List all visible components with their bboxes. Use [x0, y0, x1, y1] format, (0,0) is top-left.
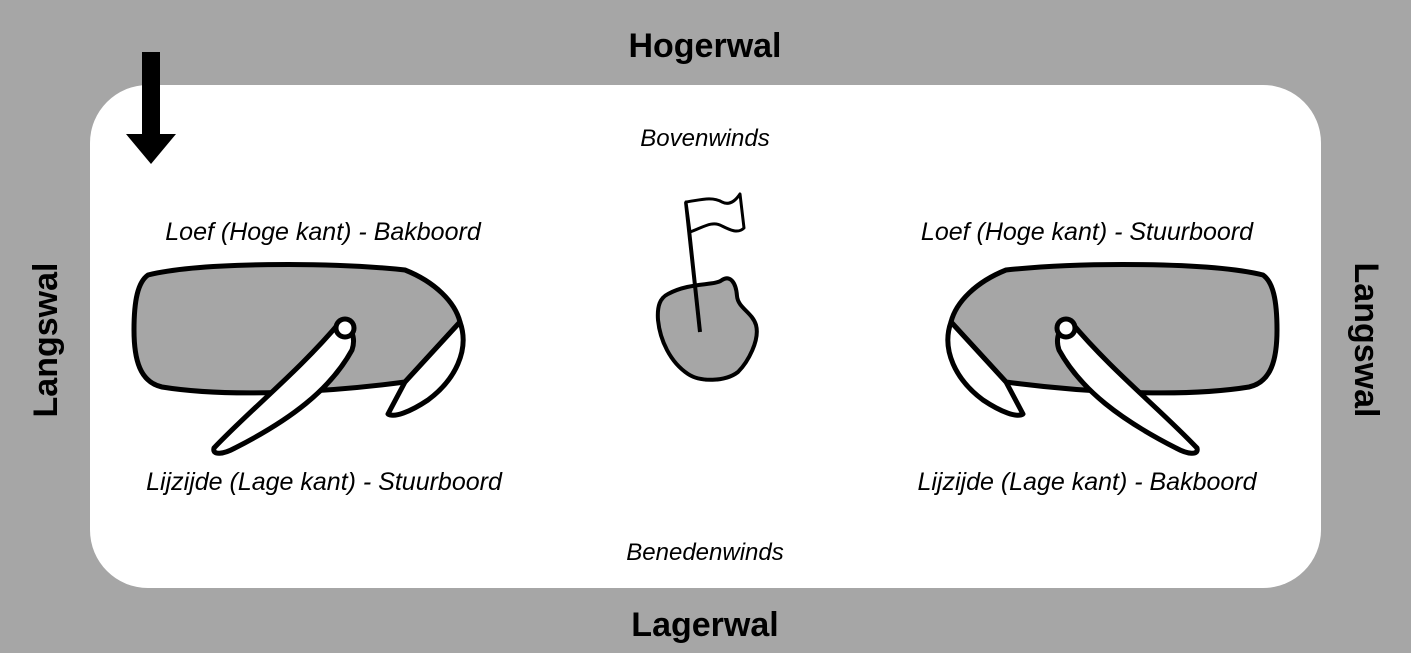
left-boat-jib — [385, 319, 466, 418]
flag — [684, 192, 746, 234]
right-boat-mast — [1054, 316, 1078, 340]
shore-label-right: Langswal — [1347, 263, 1385, 418]
flag-buoy-icon — [655, 192, 759, 382]
wind-direction-arrow-icon — [126, 52, 176, 164]
right-boat-leeward-label: Lijzijde (Lage kant) - Bakboord — [917, 468, 1257, 496]
left-boat-windward-label: Loef (Hoge kant) - Bakboord — [165, 218, 482, 246]
buoy-body — [655, 276, 759, 382]
left-boat-leeward-label: Lijzijde (Lage kant) - Stuurboord — [146, 468, 503, 496]
shore-label-bottom: Lagerwal — [631, 606, 778, 644]
right-boat-hull — [948, 262, 1280, 396]
downwind-label: Benedenwinds — [626, 539, 783, 566]
shore-label-left: Langswal — [27, 263, 65, 418]
left-boat-mast — [333, 316, 357, 340]
upwind-label: Bovenwinds — [640, 125, 769, 152]
right-boat-jib — [945, 319, 1026, 418]
shore-label-top: Hogerwal — [628, 27, 781, 65]
left-boat-mainsail — [211, 319, 356, 456]
left-boat-icon — [131, 262, 466, 456]
right-boat-mainsail — [1055, 319, 1200, 456]
left-boat-hull — [131, 262, 463, 396]
right-boat-icon — [945, 262, 1280, 456]
right-boat-windward-label: Loef (Hoge kant) - Stuurboord — [921, 218, 1254, 246]
